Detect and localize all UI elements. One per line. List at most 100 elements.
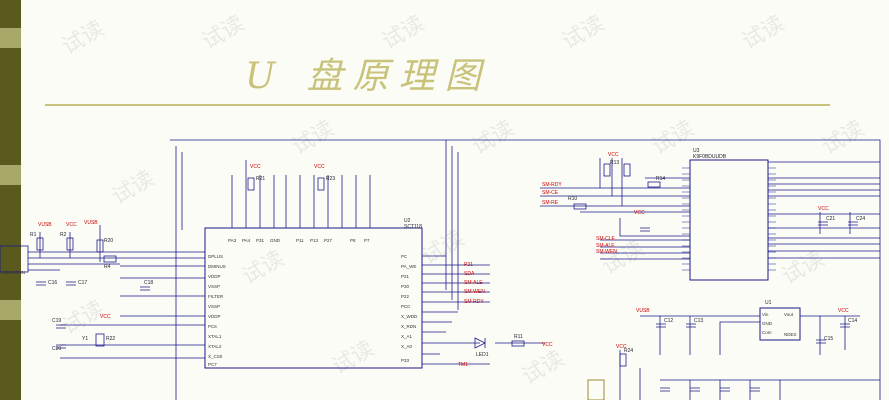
net-sm-wen: SM-WEN [464,289,485,295]
u2-pin-xrdn: X_RDN [401,324,416,329]
u2-pin-p30: P30 [401,284,410,289]
u2-pin-pc: PC [401,254,408,259]
u2-top-pin: GND [270,238,281,243]
ref-r1: R1 [30,232,37,238]
sidebar-segment [0,28,21,48]
net-sm-rdy: SM-RDY [542,182,562,188]
u3-ref: U3 [693,148,700,154]
ref-r10: R10 [568,196,577,202]
net-vcc: VCC [100,314,111,320]
ref-c24: C24 [856,216,865,222]
ref-r3: R20 [104,238,113,244]
ref-r13: R13 [610,160,619,166]
net-vcc: VCC [314,164,325,170]
title-underline [45,104,830,106]
net-tm1: TM1 [458,362,468,368]
net-vusb: VUSB [38,222,52,228]
ref-r22: R22 [106,336,115,342]
u2-pin-pc6: PC6 [208,324,217,329]
ref-r14: R14 [656,176,665,182]
u2-pin-xa0: X_A0 [401,344,413,349]
u2-top-pin: P31 [256,238,265,243]
u2-pin-xwdd: X_WDD [401,314,418,319]
u2-pin-xtal1: XTAL1 [208,334,222,339]
net-sm-rdy: SM-RDY [464,299,484,305]
usb-connector-label: USB-CONN [1,270,25,275]
net-sm-ale: SM-ALE [596,243,615,249]
u2-pin-p22: P22 [401,294,410,299]
u2-ref: U2 [404,218,411,224]
u2-ic-body [204,227,423,369]
net-sda: SDA [464,271,475,277]
u2-top-pin: P8 [350,238,356,243]
u2-top-pin: P11 [296,238,304,243]
net-vcc: VCC [616,344,627,350]
sidebar-segment [0,300,21,320]
u1-pin-vin: Vin [762,312,769,317]
ref-c14: C14 [848,318,857,324]
net-vcc: VCC [250,164,261,170]
u2-pin-vddp2: VDDP [208,314,221,319]
u2-pin-pc0: PC0 [401,304,410,309]
net-vcc: VCC [838,308,849,314]
net-vbus: VUSB [84,220,98,226]
ref-c13: C13 [694,318,703,324]
ref-c16: C16 [48,280,57,286]
net-p31: P31 [464,262,473,268]
u2-pin-p31: P31 [401,274,410,279]
u2-pin-xa1: X_A1 [401,334,413,339]
u1-ic-body [759,307,801,341]
ref-r11: R11 [514,334,523,340]
passives [36,163,858,400]
ref-r23: R23 [326,176,335,182]
wires [28,139,881,400]
u2-top-pin: PA3 [228,238,237,243]
ref-c19: C19 [52,318,61,324]
u2-pin-vssp: VSSP [208,284,220,289]
ref-led: LED1 [476,352,489,358]
sidebar-segment [0,165,21,185]
u2-top-pin: PA4 [242,238,251,243]
u3-pin-ticks [682,167,776,271]
left-sidebar [0,0,21,400]
ref-c17: C17 [78,280,87,286]
ref-c15: C15 [824,336,833,342]
net-vcc: VCC [818,206,829,212]
u3-part: K9F0BDUUDB [693,154,727,160]
net-sm-ale: SM-ALE [464,280,483,286]
u2-top-pin: P27 [324,238,333,243]
ref-c21: C21 [826,216,835,222]
ref-r4: R4 [104,264,111,270]
u2-part: SCT118 [404,224,422,230]
u1-part: NDES [784,332,797,337]
ref-c20: C20 [52,346,61,352]
u1-pin-gnd: GND [762,321,773,326]
u1-pin-vout: Vout [784,312,794,317]
ref-c18: C18 [144,280,153,286]
u2-pin-vssp2: VSSP [208,304,220,309]
net-sm-wen: SM-WEN [596,249,617,255]
u1-ref: U1 [765,300,772,306]
ref-r2: R2 [60,232,67,238]
u2-pin-p33: P33 [401,358,410,363]
u2-pin-vddp: VDDP [208,274,221,279]
u2-pin-dplus: DPLUS [208,254,223,259]
u2-pin-filter: FILTER [208,294,224,299]
u2-pin-dminus: DMINUS [208,264,226,269]
net-vcc: VCC [608,152,619,158]
net-vcc: VCC [542,342,553,348]
net-sm-cle: SM-CLE [596,236,616,242]
ref-r24: R24 [624,348,633,354]
net-vcc: VCC [66,222,77,228]
u2-top-pin: P7 [364,238,370,243]
u2-pin-pawe: PA_WE [401,264,416,269]
page-title: U 盘原理图 [245,56,491,97]
u2-pin-xtal2: XTAL2 [208,344,222,349]
u2-pin-xcs0: X_CS0 [208,354,223,359]
u1-pin-com: Com [762,330,772,335]
u2-top-pin: P13 [310,238,319,243]
net-sm-re: SM-RE [542,200,559,206]
usb-connector [0,245,29,273]
u2-pin-pc7: PC7 [208,362,217,367]
